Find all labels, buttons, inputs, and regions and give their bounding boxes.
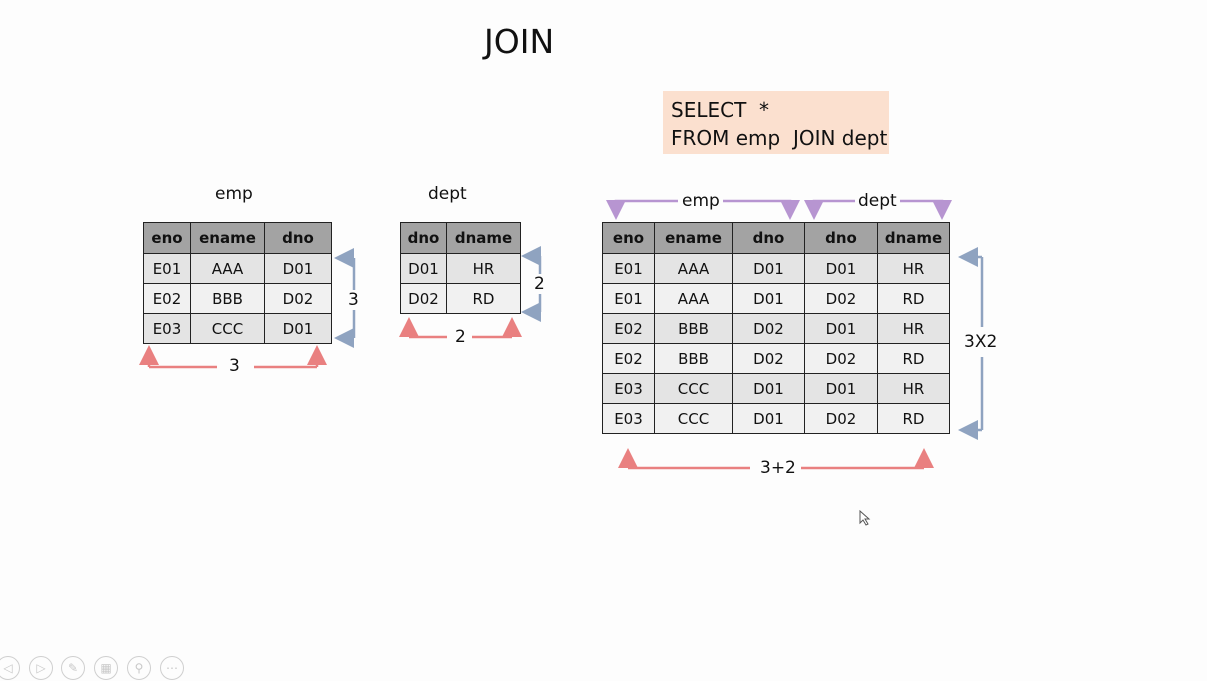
- result-cell: D01: [804, 373, 878, 404]
- result-cell: CCC: [654, 403, 733, 434]
- result-header-ename: ename: [654, 222, 733, 254]
- result-cell: AAA: [654, 283, 733, 314]
- dept-cell: D01: [400, 253, 447, 284]
- dept-header-dno: dno: [400, 222, 447, 254]
- sql-line-from: FROM emp JOIN dept: [671, 126, 888, 150]
- table-row: E01 AAA D01 D02 RD: [602, 283, 950, 314]
- emp-cell: D01: [264, 313, 332, 344]
- result-header-eno: eno: [602, 222, 655, 254]
- table-row: D01 HR: [400, 253, 521, 284]
- dept-table: dno dname D01 HR D02 RD: [400, 222, 521, 314]
- result-cell: RD: [877, 403, 950, 434]
- zoom-icon[interactable]: ⚲: [127, 656, 151, 680]
- table-row: E03 CCC D01 D02 RD: [602, 403, 950, 434]
- result-cell: RD: [877, 283, 950, 314]
- emp-cell: E03: [143, 313, 191, 344]
- result-cell: D01: [732, 283, 805, 314]
- result-table: eno ename dno dno dname E01 AAA D01 D01 …: [602, 222, 950, 434]
- result-cell: E01: [602, 253, 655, 284]
- dept-col-arrow: [407, 324, 514, 339]
- result-cell: D02: [732, 343, 805, 374]
- result-row-count: 3X2: [961, 332, 1001, 352]
- emp-cell: CCC: [190, 313, 265, 344]
- table-row: E01 AAA D01 D01 HR: [602, 253, 950, 284]
- table-row: E03 CCC D01: [143, 313, 332, 344]
- dept-row-count: 2: [531, 274, 548, 294]
- table-row: E02 BBB D02 D01 HR: [602, 313, 950, 344]
- result-cell: CCC: [654, 373, 733, 404]
- result-cell: AAA: [654, 253, 733, 284]
- emp-cell: BBB: [190, 283, 265, 314]
- table-row: D02 RD: [400, 283, 521, 314]
- result-cell: D02: [804, 283, 878, 314]
- emp-col-count: 3: [226, 356, 243, 376]
- slides-icon[interactable]: ▦: [94, 656, 118, 680]
- result-emp-group-label: emp: [679, 191, 723, 211]
- result-cell: D01: [732, 373, 805, 404]
- result-cell: E02: [602, 313, 655, 344]
- result-cell: D02: [804, 403, 878, 434]
- prev-icon[interactable]: ◁: [0, 656, 20, 680]
- emp-cell: E02: [143, 283, 191, 314]
- result-header-dno-dept: dno: [804, 222, 878, 254]
- sql-line-select: SELECT *: [671, 98, 770, 122]
- dept-cell: D02: [400, 283, 447, 314]
- emp-col-arrow: [147, 351, 319, 369]
- result-cell: D01: [804, 313, 878, 344]
- dept-table-label: dept: [428, 184, 467, 204]
- dept-cell: RD: [446, 283, 521, 314]
- result-cell: D01: [804, 253, 878, 284]
- result-cell: D02: [804, 343, 878, 374]
- emp-header-dno: dno: [264, 222, 332, 254]
- more-icon[interactable]: ⋯: [160, 656, 184, 680]
- result-cell: HR: [877, 313, 950, 344]
- emp-cell: D02: [264, 283, 332, 314]
- emp-header-ename: ename: [190, 222, 265, 254]
- sql-box: SELECT * FROM emp JOIN dept: [663, 91, 889, 154]
- result-header-dno-emp: dno: [732, 222, 805, 254]
- result-cell: E03: [602, 403, 655, 434]
- emp-table-label: emp: [215, 184, 253, 204]
- result-cell: D01: [732, 253, 805, 284]
- result-cell: E01: [602, 283, 655, 314]
- emp-cell: E01: [143, 253, 191, 284]
- pen-icon[interactable]: ✎: [61, 656, 85, 680]
- table-row: E02 BBB D02: [143, 283, 332, 314]
- result-cell: E02: [602, 343, 655, 374]
- next-icon[interactable]: ▷: [29, 656, 53, 680]
- slide-title: JOIN: [484, 22, 555, 61]
- result-cell: BBB: [654, 313, 733, 344]
- dept-cell: HR: [446, 253, 521, 284]
- result-row-arrow: [965, 255, 984, 432]
- emp-cell: D01: [264, 253, 332, 284]
- emp-row-count: 3: [345, 290, 362, 310]
- table-row: E01 AAA D01: [143, 253, 332, 284]
- result-col-arrow: [626, 454, 926, 470]
- result-cell: D02: [732, 313, 805, 344]
- emp-header-eno: eno: [143, 222, 191, 254]
- cursor-icon: [859, 509, 871, 526]
- result-cell: RD: [877, 343, 950, 374]
- result-header-dname: dname: [877, 222, 950, 254]
- emp-cell: AAA: [190, 253, 265, 284]
- table-row: E02 BBB D02 D02 RD: [602, 343, 950, 374]
- result-cell: D01: [732, 403, 805, 434]
- dept-col-count: 2: [452, 327, 469, 347]
- dept-header-dname: dname: [446, 222, 521, 254]
- result-cell: HR: [877, 253, 950, 284]
- emp-table: eno ename dno E01 AAA D01 E02 BBB D02 E0…: [143, 222, 332, 344]
- result-cell: BBB: [654, 343, 733, 374]
- table-row: E03 CCC D01 D01 HR: [602, 373, 950, 404]
- result-col-count: 3+2: [757, 458, 799, 478]
- result-cell: HR: [877, 373, 950, 404]
- result-dept-group-label: dept: [855, 191, 900, 211]
- result-cell: E03: [602, 373, 655, 404]
